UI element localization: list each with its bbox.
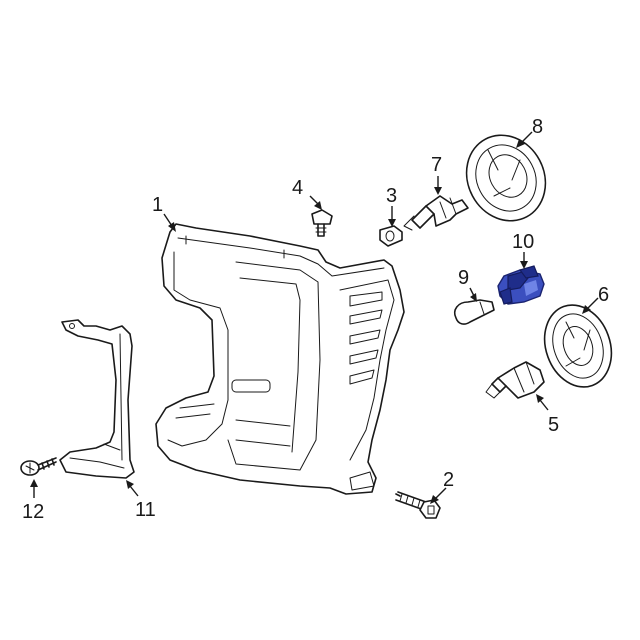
callout-10: 10: [512, 231, 534, 253]
callout-11: 11: [135, 499, 156, 521]
callout-6: 6: [598, 284, 609, 306]
callout-9: 9: [458, 267, 469, 289]
leader-lines: [30, 131, 599, 504]
callout-labels: 1 2 3 4 5 6 7 8 9 10 11 12: [22, 116, 609, 523]
callout-12: 12: [22, 501, 44, 523]
callout-2: 2: [443, 469, 454, 491]
bolt-2: [395, 491, 441, 519]
callout-4: 4: [292, 177, 303, 199]
grommet-3: [379, 225, 403, 247]
mounting-bracket: [59, 319, 135, 479]
callout-3: 3: [386, 185, 397, 207]
bulb-9: [453, 299, 495, 325]
screw-12: [20, 457, 57, 476]
bulb-7: [403, 195, 469, 231]
headlamp-housing: [155, 223, 405, 495]
callout-7: 7: [431, 154, 442, 176]
callout-8: 8: [532, 116, 543, 138]
seal-ring-6: [543, 304, 613, 388]
callout-1: 1: [152, 194, 163, 216]
bulb-5: [485, 361, 545, 399]
fastener-4: [311, 209, 333, 237]
callout-5: 5: [548, 414, 559, 436]
seal-ring-8: [465, 134, 547, 222]
socket-10-highlighted: [497, 265, 545, 305]
